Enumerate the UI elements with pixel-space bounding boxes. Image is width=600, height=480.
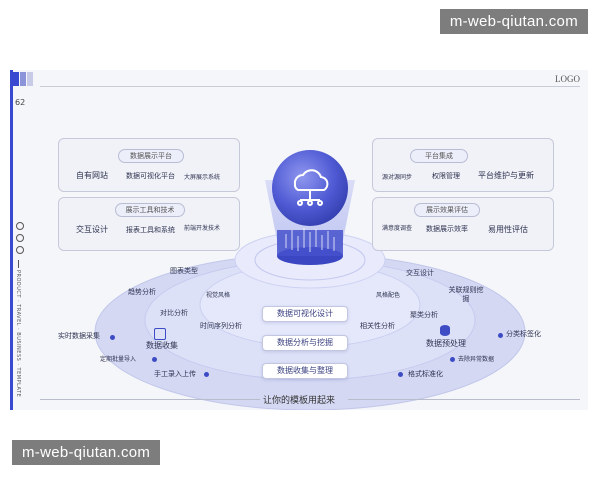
viz-item-interaction: 交互设计 [406, 269, 434, 277]
nav-dot-2[interactable] [16, 234, 24, 242]
preprocess-item-outliers: 去除异常数据 [458, 356, 495, 363]
tick-realtime [110, 335, 115, 340]
left-accent-bar [10, 70, 13, 410]
ring-label-analysis: 数据分析与挖掘 [262, 335, 348, 351]
panel-left-bottom-title: 展示工具和技术 [115, 203, 185, 217]
analysis-item-compare: 对比分析 [160, 309, 188, 317]
header-square-pale [27, 72, 33, 86]
data-collect-icon [154, 328, 166, 340]
header-square-blue [13, 72, 19, 86]
right-top-item-2: 权限管理 [432, 172, 460, 180]
viz-item-visual-style: 视觉风格 [206, 292, 231, 299]
right-top-item-1: 源对源同步 [382, 174, 413, 181]
footer-rule-right [348, 399, 580, 400]
analysis-item-association: 关联规则挖掘 [448, 286, 484, 303]
left-top-item-2: 数据可视化平台 [126, 172, 175, 180]
nav-dot-3[interactable] [16, 246, 24, 254]
cloud-sphere [272, 150, 348, 226]
ring-label-collection: 数据收集与整理 [262, 363, 348, 379]
header-rule [40, 86, 580, 87]
collection-left-title: 数据收集 [146, 341, 178, 350]
tick-outliers [450, 357, 455, 362]
analysis-item-correlation: 相关性分析 [360, 322, 395, 330]
nav-dot-1[interactable] [16, 222, 24, 230]
left-bottom-item-3: 前端开发技术 [184, 225, 221, 232]
left-bottom-item-2: 报表工具和系统 [126, 226, 175, 234]
left-top-item-3: 大屏展示系统 [184, 174, 221, 181]
cloud-network-icon [293, 169, 329, 206]
panel-left-top [58, 138, 240, 192]
vertical-caption: PRODUCT · TRAVEL · BUSINESS · TEMPLATE [15, 270, 21, 398]
right-bottom-item-1: 满意度调查 [382, 225, 413, 232]
header-square-lilac [20, 72, 26, 86]
logo-text: LOGO [555, 74, 580, 84]
ring-label-visualization: 数据可视化设计 [262, 306, 348, 322]
nav-divider [18, 260, 19, 268]
viz-item-color-style: 风格配色 [376, 292, 401, 299]
watermark-bottom: m-web-qiutan.com [12, 440, 161, 465]
database-icon [440, 325, 450, 336]
analysis-item-trend: 趋势分析 [128, 288, 156, 296]
footer-slogan: 让你的模板用起来 [262, 396, 335, 406]
footer-rule-left [40, 399, 260, 400]
page-number: 62 [15, 98, 26, 107]
tick-format [398, 372, 403, 377]
right-bottom-item-2: 数据展示效率 [426, 225, 468, 233]
viz-item-chart-types: 图表类型 [170, 267, 198, 275]
slide-canvas: LOGO 62 PRODUCT · TRAVEL · BUSINESS · TE… [10, 70, 588, 410]
panel-left-top-title: 数据展示平台 [118, 149, 184, 163]
tick-classify [498, 333, 503, 338]
data-bars [285, 228, 335, 252]
right-bottom-item-3: 易用性评估 [488, 225, 528, 234]
right-top-item-3: 平台维护与更新 [478, 171, 534, 180]
left-bottom-item-1: 交互设计 [76, 225, 108, 234]
collect-item-realtime: 实时数据采集 [58, 332, 100, 340]
preprocess-item-format: 格式标准化 [408, 370, 443, 378]
preprocess-item-classify: 分类标签化 [506, 330, 541, 338]
left-top-item-1: 自有网站 [76, 171, 108, 180]
watermark-top: m-web-qiutan.com [439, 9, 588, 34]
tick-batch [152, 357, 157, 362]
panel-right-top [372, 138, 554, 192]
tick-manual [204, 372, 209, 377]
panel-right-top-title: 平台集成 [410, 149, 468, 163]
collect-item-batch: 定期批量导入 [100, 356, 137, 363]
analysis-item-time-series: 时间序列分析 [200, 322, 242, 330]
analysis-item-cluster: 聚类分析 [410, 311, 438, 319]
collect-item-manual: 手工录入上传 [154, 370, 196, 378]
panel-right-bottom-title: 展示效果评估 [414, 203, 480, 217]
collection-right-title: 数据预处理 [426, 339, 466, 348]
